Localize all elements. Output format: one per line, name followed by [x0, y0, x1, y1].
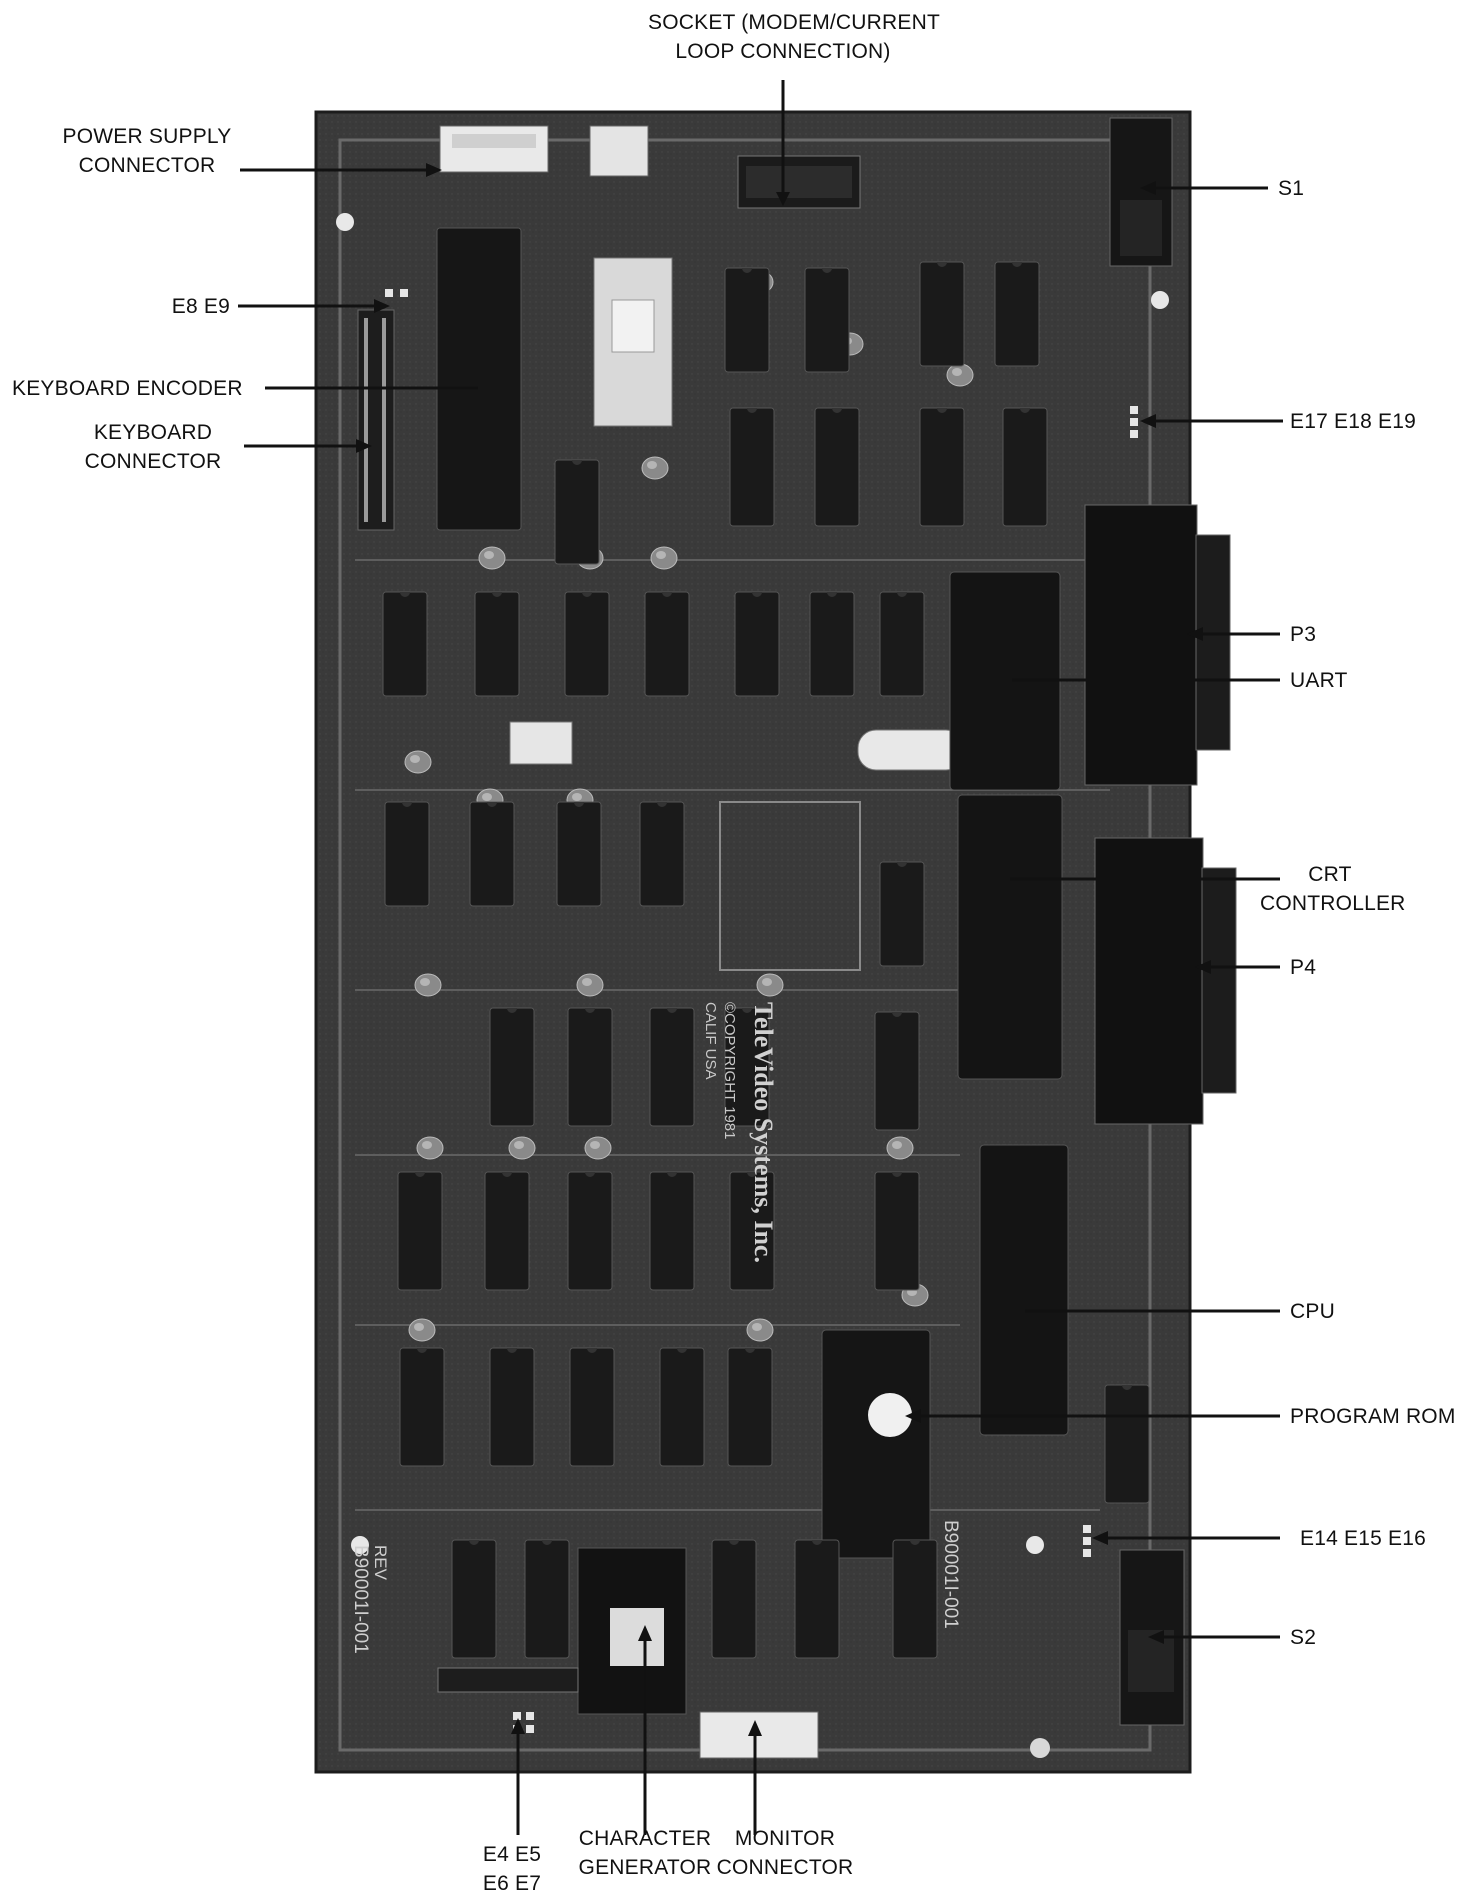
- board-origin-text: CALIF USA: [702, 1002, 719, 1080]
- label-crt-controller-line-1: CRT: [1308, 863, 1352, 886]
- label-e17-e18-e19: E17 E18 E19: [1290, 410, 1416, 433]
- board-part-number-right: B90001I-001: [940, 1520, 961, 1629]
- label-keyboard-encoder: KEYBOARD ENCODER: [12, 377, 243, 400]
- jumper-grid: [719, 801, 861, 971]
- label-program-rom: PROGRAM ROM: [1290, 1405, 1456, 1428]
- label-keyboard-connector: KEYBOARD CONNECTOR: [68, 418, 238, 476]
- power-supply-connector-part: [439, 125, 549, 173]
- label-s2: S2: [1290, 1626, 1317, 1649]
- label-character-generator-line-1: CHARACTER: [578, 1827, 712, 1850]
- crystal-oscillators: [509, 721, 965, 771]
- cpu-chip: [979, 1144, 1069, 1436]
- label-monitor-connector-line-1: MONITOR: [734, 1827, 836, 1850]
- board-revision-text: REV: [371, 1545, 390, 1581]
- label-power-supply-line-1: POWER SUPPLY: [62, 125, 232, 148]
- p3-connector-part: [1084, 504, 1231, 786]
- board-copyright-text: ©COPYRIGHT 1981: [721, 1002, 738, 1140]
- board-part-number-left: B90001I-001: [350, 1545, 371, 1654]
- label-socket: SOCKET (MODEM/CURRENT LOOP CONNECTION): [648, 8, 940, 66]
- label-crt-controller: CRT CONTROLLER: [1260, 860, 1406, 918]
- label-socket-line-2: LOOP CONNECTION): [675, 40, 891, 63]
- label-monitor-connector-line-2: CONNECTOR: [716, 1856, 854, 1879]
- top-eprom-chip: [593, 257, 673, 427]
- keyboard-connector-pins: [364, 318, 386, 522]
- label-power-supply-line-2: CONNECTOR: [78, 154, 216, 177]
- label-uart: UART: [1290, 669, 1348, 692]
- label-character-generator-line-2: GENERATOR: [578, 1856, 712, 1879]
- label-monitor-connector: MONITOR CONNECTOR: [710, 1824, 860, 1882]
- crt-controller-chip: [957, 794, 1063, 1080]
- label-power-supply: POWER SUPPLY CONNECTOR: [62, 122, 232, 180]
- label-e14-e15-e16: E14 E15 E16: [1300, 1527, 1426, 1550]
- aux-connector-part: [589, 125, 649, 177]
- callout-leaders: [238, 80, 1283, 1835]
- s1-switch-part: [1109, 117, 1173, 267]
- label-e4-e7: E4 E5 E6 E7: [462, 1840, 562, 1898]
- label-s1: S1: [1278, 177, 1305, 200]
- label-socket-line-1: SOCKET (MODEM/CURRENT: [648, 11, 940, 34]
- label-e4-e7-line-2: E6 E7: [482, 1872, 542, 1895]
- label-p4: P4: [1290, 956, 1317, 979]
- label-e4-e7-line-1: E4 E5: [482, 1843, 542, 1866]
- label-e8-e9: E8 E9: [171, 295, 230, 318]
- program-rom-chip: [821, 1329, 931, 1559]
- keyboard-encoder-chip: [436, 227, 522, 531]
- label-crt-controller-line-2: CONTROLLER: [1260, 892, 1406, 915]
- character-generator-chip: [577, 1547, 687, 1715]
- board-company-text: TeleVideo Systems, Inc.: [749, 1002, 778, 1263]
- label-p3: P3: [1290, 623, 1317, 646]
- label-cpu: CPU: [1290, 1300, 1335, 1323]
- modem-socket-part: [737, 155, 861, 209]
- p4-connector-part: [1094, 837, 1237, 1125]
- label-character-generator: CHARACTER GENERATOR: [575, 1824, 715, 1882]
- bottom-header: [437, 1667, 579, 1693]
- label-keyboard-connector-line-2: CONNECTOR: [84, 450, 222, 473]
- label-keyboard-connector-line-1: KEYBOARD: [93, 421, 213, 444]
- keyboard-connector-header: [357, 309, 395, 531]
